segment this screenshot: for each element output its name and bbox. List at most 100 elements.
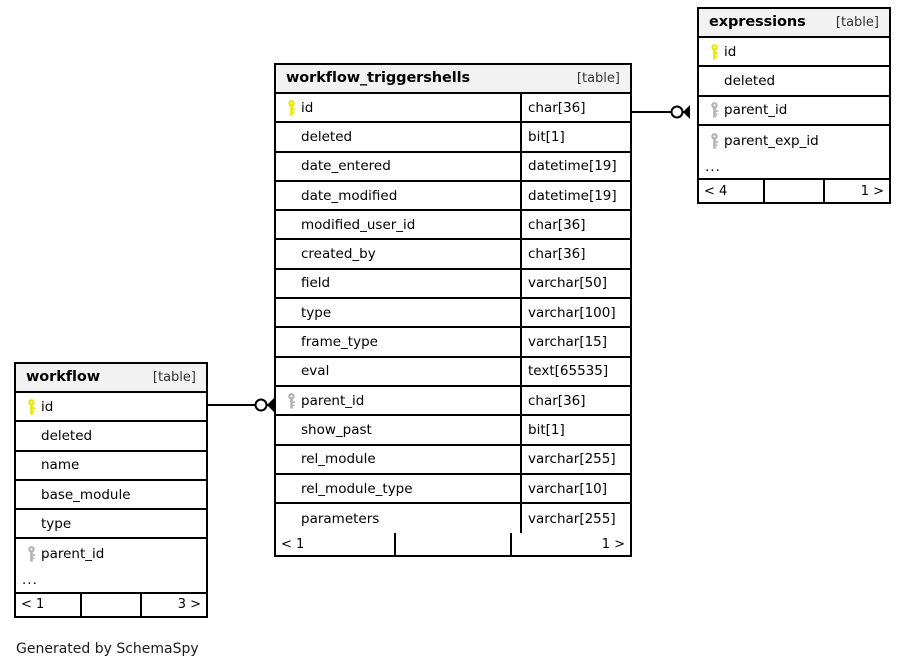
column-row[interactable]: parent_id bbox=[699, 97, 889, 126]
table-workflow-triggershells[interactable]: workflow_triggershells [table] id char[36… bbox=[274, 63, 632, 558]
column-type: char[36] bbox=[528, 99, 586, 116]
column-name: parent_id bbox=[301, 392, 365, 409]
column-row[interactable]: parent_id bbox=[16, 539, 206, 568]
table-expressions-prev-nav[interactable]: < 4 bbox=[704, 183, 728, 199]
column-row[interactable]: rel_module_type varchar[10] bbox=[276, 474, 630, 505]
column-row[interactable]: type varchar[100] bbox=[276, 299, 630, 329]
column-name-cell: id bbox=[16, 393, 206, 420]
column-type: text[65535] bbox=[528, 363, 609, 380]
column-row[interactable]: date_entered datetime[19] bbox=[276, 152, 630, 182]
column-name: name bbox=[41, 457, 80, 474]
table-workflow-next-nav[interactable]: 3 > bbox=[140, 593, 206, 616]
column-name-cell: deleted bbox=[276, 123, 520, 150]
column-name: id bbox=[724, 43, 737, 60]
column-name-cell: deleted bbox=[699, 67, 889, 94]
column-type: varchar[10] bbox=[528, 480, 608, 497]
column-type-cell: bit[1] bbox=[520, 416, 630, 444]
table-workflow-header: workflow [table] bbox=[16, 364, 206, 393]
table-workflow-triggershells-next-nav[interactable]: 1 > bbox=[509, 533, 630, 556]
column-name: date_modified bbox=[301, 187, 398, 204]
column-name-cell: field bbox=[276, 270, 520, 297]
column-row[interactable]: eval text[65535] bbox=[276, 357, 630, 387]
column-name-cell: id bbox=[699, 38, 889, 65]
column-type-cell: text[65535] bbox=[520, 357, 630, 385]
column-name: type bbox=[41, 515, 72, 532]
table-workflow-triggershells-prev-nav[interactable]: < 1 bbox=[281, 536, 305, 552]
table-expressions-more-columns: ... bbox=[699, 155, 889, 181]
column-type: datetime[19] bbox=[528, 158, 617, 175]
column-type-cell: char[36] bbox=[520, 94, 630, 122]
column-row[interactable]: name bbox=[16, 452, 206, 481]
column-name-cell: created_by bbox=[276, 240, 520, 267]
table-workflow-triggershells-footer-spacer bbox=[394, 533, 509, 556]
column-row[interactable]: deleted bbox=[699, 67, 889, 97]
foreign-key-icon bbox=[705, 132, 724, 149]
column-name-cell: parent_id bbox=[16, 539, 206, 568]
column-type: varchar[255] bbox=[528, 451, 616, 468]
column-name: show_past bbox=[301, 421, 372, 438]
column-type-cell: bit[1] bbox=[520, 123, 630, 151]
table-workflow-triggershells-kind-label: [table] bbox=[576, 70, 620, 86]
table-workflow-footer-spacer bbox=[79, 593, 141, 616]
column-row[interactable]: base_module bbox=[16, 481, 206, 511]
primary-key-icon bbox=[22, 398, 41, 415]
column-row[interactable]: id bbox=[699, 38, 889, 68]
column-row[interactable]: type bbox=[16, 510, 206, 540]
column-row[interactable]: id char[36] bbox=[276, 94, 630, 124]
table-workflow-triggershells-title: workflow_triggershells bbox=[286, 70, 470, 86]
column-type: varchar[100] bbox=[528, 304, 616, 321]
table-expressions-next-nav[interactable]: 1 > bbox=[823, 180, 889, 203]
relationship-triggershells-to-expressions bbox=[632, 103, 702, 123]
column-type-cell: varchar[15] bbox=[520, 328, 630, 356]
column-type-cell: datetime[19] bbox=[520, 152, 630, 180]
column-type-cell: varchar[10] bbox=[520, 474, 630, 503]
column-name-cell: type bbox=[276, 299, 520, 326]
column-type: varchar[15] bbox=[528, 334, 608, 351]
column-type-cell: datetime[19] bbox=[520, 181, 630, 210]
column-type: char[36] bbox=[528, 216, 586, 233]
column-type-cell: char[36] bbox=[520, 386, 630, 415]
column-name: base_module bbox=[41, 486, 131, 503]
column-row[interactable]: modified_user_id char[36] bbox=[276, 211, 630, 241]
column-name-cell: show_past bbox=[276, 416, 520, 443]
column-name: id bbox=[301, 99, 314, 116]
column-name-cell: name bbox=[16, 452, 206, 479]
column-name-cell: deleted bbox=[16, 422, 206, 449]
column-type: char[36] bbox=[528, 392, 586, 409]
column-row[interactable]: parent_exp_id bbox=[699, 126, 889, 155]
column-name-cell: eval bbox=[276, 358, 520, 385]
column-name: modified_user_id bbox=[301, 216, 416, 233]
column-name: rel_module_type bbox=[301, 480, 413, 497]
table-workflow-more-columns: ... bbox=[16, 569, 206, 594]
column-name-cell: parent_id bbox=[276, 387, 520, 414]
column-type-cell: char[36] bbox=[520, 211, 630, 239]
column-type: bit[1] bbox=[528, 128, 565, 145]
column-row[interactable]: deleted bit[1] bbox=[276, 123, 630, 153]
column-name: deleted bbox=[301, 128, 353, 145]
table-expressions-header: expressions [table] bbox=[699, 9, 889, 38]
column-name-cell: id bbox=[276, 94, 520, 121]
column-row[interactable]: show_past bit[1] bbox=[276, 416, 630, 446]
table-workflow-title: workflow bbox=[26, 369, 100, 385]
column-row[interactable]: deleted bbox=[16, 422, 206, 452]
relationship-line-2 bbox=[632, 111, 672, 113]
column-row[interactable]: id bbox=[16, 393, 206, 423]
table-expressions-kind-label: [table] bbox=[835, 14, 879, 30]
column-row[interactable]: parent_id char[36] bbox=[276, 386, 630, 417]
primary-key-icon bbox=[282, 99, 301, 116]
table-workflow-prev-nav[interactable]: < 1 bbox=[21, 597, 45, 613]
column-row[interactable]: date_modified datetime[19] bbox=[276, 181, 630, 212]
column-type-cell: varchar[255] bbox=[520, 504, 630, 534]
column-name-cell: rel_module_type bbox=[276, 475, 520, 502]
column-name: eval bbox=[301, 363, 330, 380]
column-name: deleted bbox=[724, 72, 776, 89]
column-name: date_entered bbox=[301, 158, 391, 175]
